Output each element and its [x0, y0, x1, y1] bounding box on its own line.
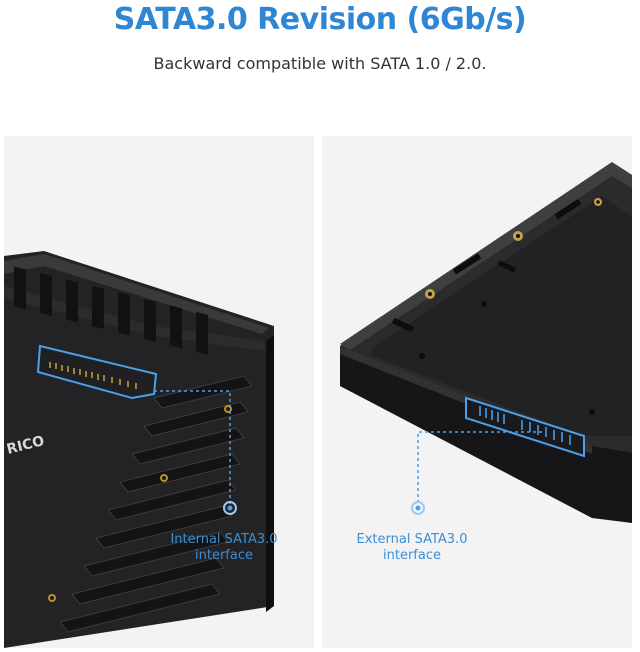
external-bracket-image	[340, 162, 632, 523]
internal-caption-line1: Internal SATA3.0	[170, 532, 278, 547]
internal-interface-panel: RICO Internal SATA3.0 interface	[4, 136, 314, 648]
external-caption-line2: interface	[383, 548, 441, 563]
external-interface-panel: External SATA3.0 interface	[322, 136, 632, 648]
internal-bracket-image: RICO	[4, 251, 274, 648]
internal-caption-line2: interface	[195, 548, 253, 563]
external-caption-line1: External SATA3.0	[356, 532, 468, 547]
internal-interface-caption: Internal SATA3.0 interface	[124, 532, 314, 564]
page-subtitle: Backward compatible with SATA 1.0 / 2.0.	[153, 54, 487, 73]
page-title: SATA3.0 Revision (6Gb/s)	[113, 2, 527, 37]
external-interface-caption: External SATA3.0 interface	[322, 532, 512, 564]
